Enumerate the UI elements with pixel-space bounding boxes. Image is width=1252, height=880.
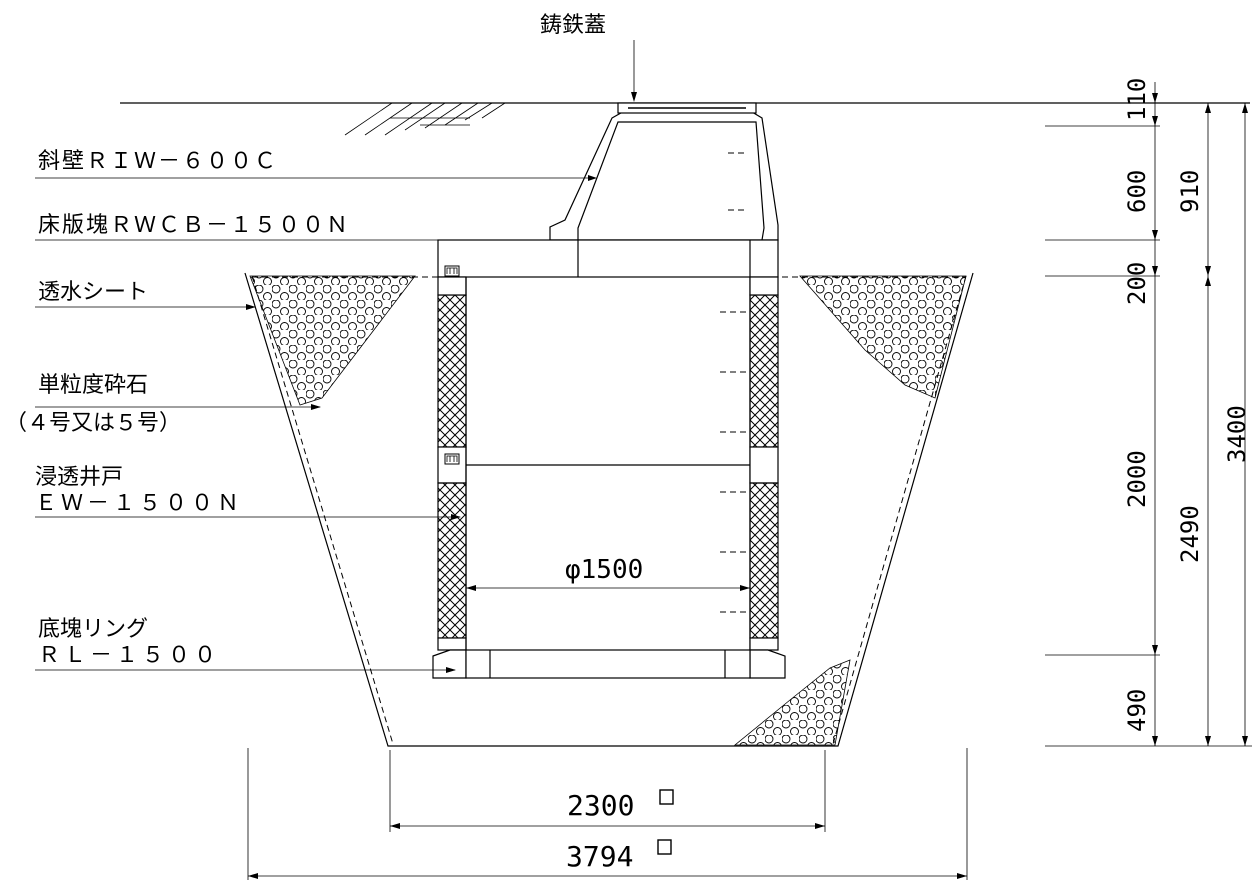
bottom-ring-label: 底塊リング	[38, 617, 148, 642]
gravel-label: 単粒度砕石	[38, 373, 148, 398]
height-dimensions	[1045, 82, 1252, 747]
dim-3400-label: 3400	[1223, 405, 1251, 463]
gravel-right-bottom	[733, 659, 851, 746]
dim-600-label: 600	[1123, 170, 1151, 213]
well-label: 浸透井戸	[35, 465, 123, 490]
dim-2000-label: 2000	[1123, 450, 1151, 508]
dim-490-label: 490	[1123, 689, 1151, 732]
well-wall-right-upper	[749, 294, 779, 448]
leader-lines	[35, 40, 637, 673]
slope-wall-label: 斜壁ＲＩＷ－６００Ｃ	[38, 149, 278, 174]
square-symbol-icon	[657, 839, 672, 855]
gravel-right-top	[799, 275, 967, 399]
cover-label: 鋳鉄蓋	[540, 13, 606, 38]
diameter-label: φ1500	[565, 555, 643, 585]
excavation-pit	[244, 272, 974, 747]
dim-2490-label: 2490	[1176, 505, 1204, 563]
bottom-ring-model-label: ＲＬ－１５００	[38, 643, 220, 668]
well-structure	[432, 102, 786, 679]
gravel-left-top	[249, 275, 416, 406]
well-wall-left-upper	[437, 294, 467, 448]
top-width-label: 3794	[566, 840, 633, 873]
permeable-sheet-label: 透水シート	[38, 280, 148, 305]
well-wall-right-lower	[749, 482, 779, 639]
dim-910-label: 910	[1176, 170, 1204, 213]
width-dimensions	[247, 748, 968, 880]
bottom-ring	[432, 649, 467, 679]
well-wall-left-lower	[437, 482, 467, 639]
floor-slab	[437, 239, 779, 278]
gravel-size-label: （４号又は５号）	[5, 411, 181, 436]
base-width-label: 2300	[567, 789, 634, 822]
well-model-label: ＥＷ－１５００Ｎ	[35, 491, 243, 516]
square-symbol-icon	[659, 789, 674, 805]
diameter-dimension	[466, 585, 750, 591]
dim-200-label: 200	[1123, 262, 1151, 305]
floor-slab-label: 床版塊ＲＷＣＢ－１５００Ｎ	[38, 213, 350, 238]
dim-110-label: 110	[1123, 78, 1151, 121]
